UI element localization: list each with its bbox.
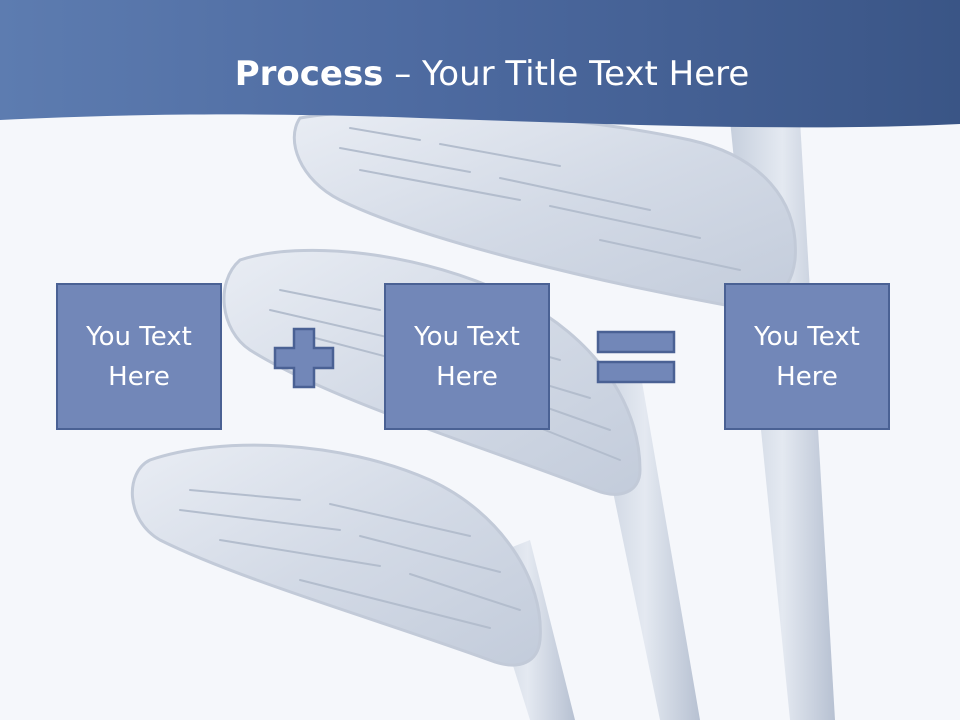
title-rest-part: – Your Title Text Here [383, 54, 750, 94]
process-box-1[interactable]: You Text Here [56, 283, 222, 430]
process-box-3[interactable]: You Text Here [724, 283, 890, 430]
process-box-2[interactable]: You Text Here [384, 283, 550, 430]
slide-title: Process – Your Title Text Here [0, 52, 960, 96]
equals-icon [596, 330, 676, 384]
process-box-1-text: You Text Here [86, 321, 192, 392]
header-band [0, 0, 960, 128]
process-box-3-text: You Text Here [754, 321, 860, 392]
process-box-2-text: You Text Here [414, 321, 520, 392]
title-bold-part: Process [234, 54, 384, 94]
plus-icon [273, 327, 335, 389]
